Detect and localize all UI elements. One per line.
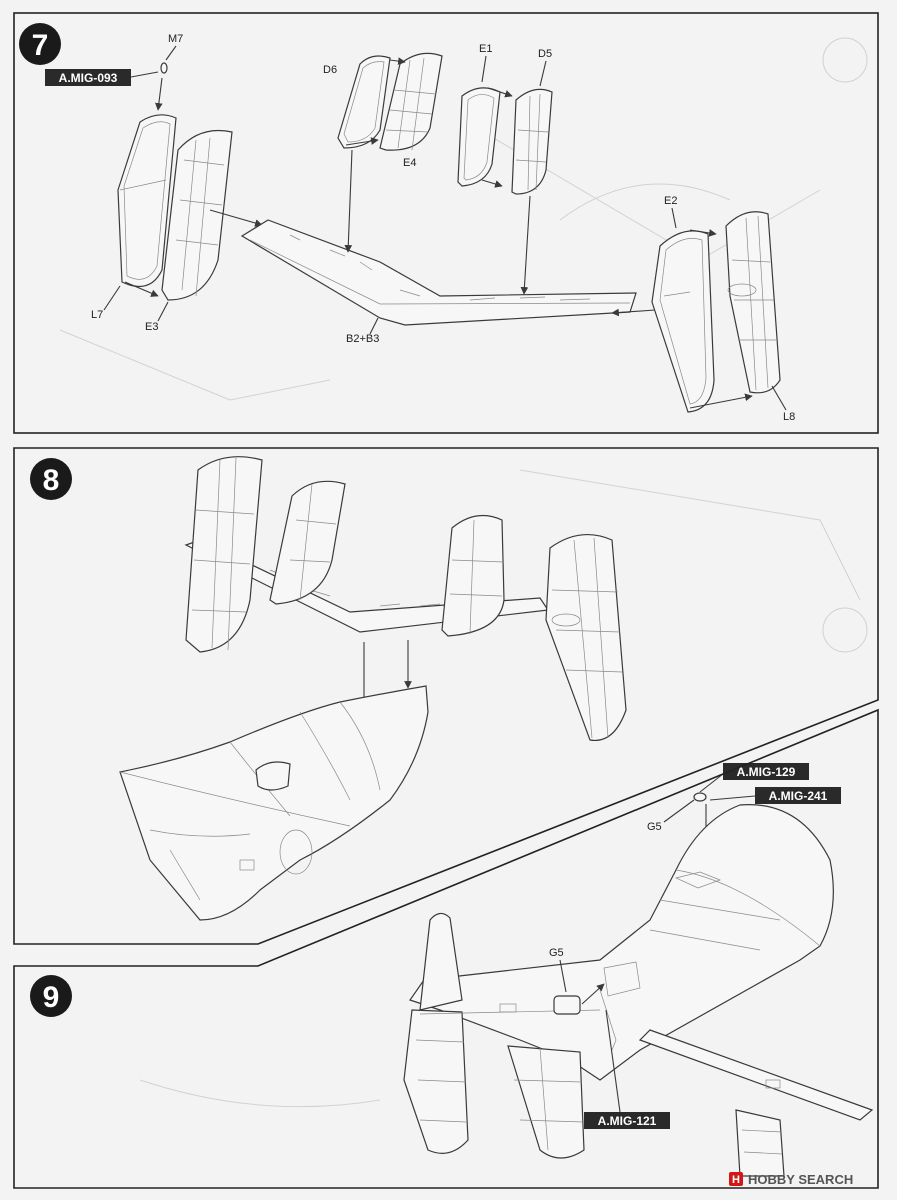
svg-text:HOBBY SEARCH: HOBBY SEARCH xyxy=(748,1172,853,1187)
fin-part-e4 xyxy=(379,52,443,151)
step-7-badge: 7 xyxy=(19,23,61,65)
svg-text:A.MIG-129: A.MIG-129 xyxy=(737,765,796,779)
hobby-search-watermark: H HOBBY SEARCH xyxy=(729,1172,853,1187)
svg-text:G5: G5 xyxy=(549,947,564,959)
svg-text:E4: E4 xyxy=(403,157,416,169)
step-9-badge: 9 xyxy=(30,975,72,1017)
step-7-panel: 7 A.MIG-093 M7 L7 E3 xyxy=(13,12,879,434)
rudder-inner-e2 xyxy=(651,230,715,413)
fuselage-with-tail xyxy=(403,804,874,1177)
svg-text:D6: D6 xyxy=(323,64,337,76)
step-8-number: 8 xyxy=(43,464,60,497)
fin-part-d5 xyxy=(511,88,553,195)
rudder-outer-l8 xyxy=(725,211,781,394)
svg-text:H: H xyxy=(732,1174,740,1186)
fin-part-e1 xyxy=(457,87,501,187)
svg-text:E1: E1 xyxy=(479,43,492,55)
svg-text:A.MIG-121: A.MIG-121 xyxy=(598,1114,657,1128)
part-m7: M7 xyxy=(155,33,183,111)
svg-text:D5: D5 xyxy=(538,48,552,60)
step-7-number: 7 xyxy=(32,29,49,62)
paint-ref-mig-241: A.MIG-241 xyxy=(709,787,841,804)
part-g5-installed: G5 xyxy=(549,947,605,1005)
svg-text:E2: E2 xyxy=(664,195,677,207)
svg-text:A.MIG-093: A.MIG-093 xyxy=(59,71,118,85)
fin-part-d6 xyxy=(337,55,391,149)
step-9-panel: 9 G5 A.MIG-1 xyxy=(13,708,879,1189)
paint-ref-mig-093: A.MIG-093 xyxy=(45,69,159,86)
step-8-panel: 8 A xyxy=(13,447,879,945)
paint-ref-mig-121: A.MIG-121 xyxy=(584,1009,670,1129)
paint-ref-mig-129: A.MIG-129 xyxy=(699,763,809,793)
svg-text:G5: G5 xyxy=(647,821,662,833)
step-9-number: 9 xyxy=(43,981,60,1014)
svg-text:E3: E3 xyxy=(145,321,158,333)
svg-text:B2+B3: B2+B3 xyxy=(346,333,379,345)
svg-text:A.MIG-241: A.MIG-241 xyxy=(769,789,828,803)
assembled-tail-unit xyxy=(184,456,627,742)
fuselage-rear-section xyxy=(119,685,429,921)
svg-text:L7: L7 xyxy=(91,309,103,321)
svg-text:M7: M7 xyxy=(168,33,183,45)
step-8-badge: 8 xyxy=(30,458,72,500)
rudder-outer-e3 xyxy=(161,129,233,301)
stabilizer-b2-b3 xyxy=(240,219,637,326)
svg-text:L8: L8 xyxy=(783,411,795,423)
